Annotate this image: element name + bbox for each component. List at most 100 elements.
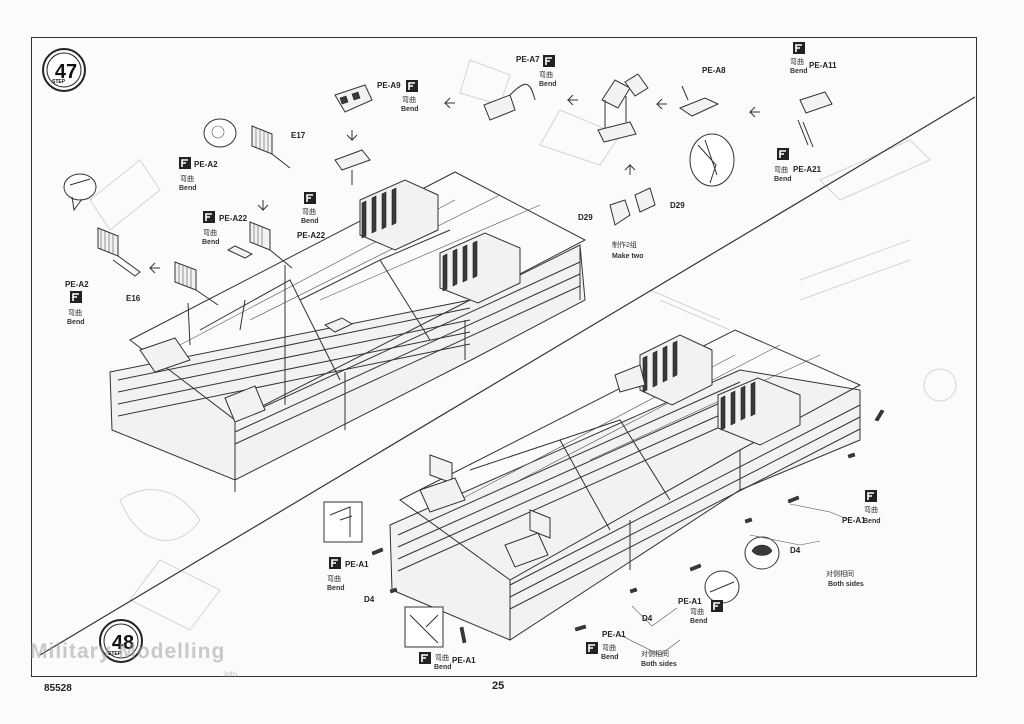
catalog-number: 85528 (44, 683, 72, 694)
bend-cn-a22-b: 弯曲 (302, 207, 316, 216)
label-e16: E16 (126, 294, 141, 303)
label-pe-a22-a: PE-A22 (219, 214, 248, 223)
label-d4-a: D4 (364, 595, 375, 604)
pe-a9-part (334, 84, 373, 113)
step-47-word: STEP (52, 79, 66, 85)
label-pe-a2-left: PE-A2 (65, 280, 89, 289)
battery-box-lower (439, 232, 521, 304)
label-d4-b: D4 (642, 614, 653, 623)
grille-installed-b (529, 509, 551, 539)
pe-a1-strips (371, 409, 885, 656)
both-sides-cn-b: 对侧相同 (641, 649, 669, 658)
label-d29-left: D29 (578, 213, 593, 222)
bend-cn-a1-c: 弯曲 (602, 643, 616, 652)
pe-a7-part (483, 83, 536, 121)
step-48-word: STEP (108, 651, 122, 657)
make-two-en: Make two (612, 253, 644, 260)
label-pe-a11: PE-A11 (809, 61, 837, 70)
detail-bubble-left (63, 173, 97, 212)
bend-en-a2-left: Bend (67, 319, 85, 326)
pe-a8-part (678, 85, 720, 117)
step-divider-line (39, 96, 976, 656)
bend-en-a22-b: Bend (301, 218, 319, 225)
flow-arrows (148, 94, 760, 274)
label-e17: E17 (291, 131, 306, 140)
label-d29-right: D29 (670, 201, 685, 210)
ghost-bleed-through (89, 59, 957, 631)
inset-bubble-pe (704, 570, 740, 604)
bracket-assembly-center (597, 73, 649, 143)
bend-en-a9: Bend (401, 106, 419, 113)
pe-a9-fold (334, 149, 371, 185)
label-pe-a7: PE-A7 (516, 55, 540, 64)
bend-en-a7: Bend (539, 81, 557, 88)
detail-bubble-right (689, 133, 735, 187)
inset-box-upper (323, 501, 363, 543)
grille-installed-a (429, 454, 453, 484)
bend-cn-a1-d: 弯曲 (690, 607, 704, 616)
step-47-number: 47 (55, 61, 77, 83)
label-pe-a22-b: PE-A22 (297, 231, 326, 240)
step-47-badge: 47 STEP (42, 48, 86, 92)
step-47-truck-bed (109, 171, 587, 492)
pe-grille-e16 (97, 227, 141, 277)
watermark-subtext: .info (222, 670, 238, 679)
watermark-text: Military Modelling (30, 640, 226, 663)
battery-box-lower-bed-a (639, 334, 713, 406)
bend-en-a1-d: Bend (690, 618, 708, 625)
make-two-cn: 制作2组 (612, 240, 637, 249)
bend-en-a2-top: Bend (179, 185, 197, 192)
battery-box-lower-bed-b (717, 377, 801, 446)
page-number: 25 (492, 680, 505, 692)
battery-box-upper (359, 179, 439, 251)
step-48-badge: 48 STEP (99, 619, 143, 663)
inset-bubble-bolt (744, 536, 780, 570)
pe-grille-mid (174, 261, 219, 306)
pe-grille-e17 (251, 125, 291, 169)
inset-box-lower (404, 606, 444, 648)
both-sides-en-a: Both sides (828, 581, 864, 588)
label-pe-a1-c: PE-A1 (602, 630, 626, 639)
bend-en-a22-a: Bend (202, 239, 220, 246)
label-pe-a9: PE-A9 (377, 81, 401, 90)
bend-cn-a1-e: 弯曲 (864, 505, 878, 514)
detail-bubble-top (203, 118, 237, 148)
label-pe-a2-top: PE-A2 (194, 160, 218, 169)
label-pe-a1-d: PE-A1 (678, 597, 702, 606)
pe-grille-center (249, 221, 293, 269)
bend-en-a1-a: Bend (327, 585, 345, 592)
both-sides-en-b: Both sides (641, 661, 677, 668)
bend-cn-a1-a: 弯曲 (327, 574, 341, 583)
label-d4-c: D4 (790, 546, 801, 555)
pe-a21-rod (797, 119, 814, 148)
bend-cn-a22-a: 弯曲 (203, 228, 217, 237)
step-48-truck-bed (389, 329, 862, 641)
bend-en-a1-e: Bend (863, 518, 881, 525)
step-48-number: 48 (112, 632, 134, 654)
label-pe-a21: PE-A21 (793, 165, 822, 174)
label-pe-a1-a: PE-A1 (345, 560, 369, 569)
bend-cn-a9: 弯曲 (402, 95, 416, 104)
bend-cn-a1-b: 弯曲 (435, 653, 449, 662)
label-pe-a1-e: PE-A1 (842, 516, 866, 525)
bend-cn-a7: 弯曲 (539, 70, 553, 79)
callout-labels: PE-A9 弯曲 Bend PE-A7 弯曲 Bend PE-A8 弯曲 Ben… (65, 41, 881, 671)
bend-en-a11: Bend (790, 68, 808, 75)
label-pe-a8: PE-A8 (702, 66, 726, 75)
bend-en-a1-c: Bend (601, 654, 619, 661)
bend-cn-a11: 弯曲 (790, 57, 804, 66)
both-sides-cn-a: 对侧相同 (826, 569, 854, 578)
label-pe-a1-b: PE-A1 (452, 656, 476, 665)
bend-en-a1-b: Bend (434, 664, 452, 671)
bend-cn-a2-left: 弯曲 (68, 308, 82, 317)
pe-a11-part (799, 91, 833, 114)
bend-en-a21: Bend (774, 176, 792, 183)
bend-cn-a21: 弯曲 (774, 165, 788, 174)
bend-cn-a2-top: 弯曲 (180, 174, 194, 183)
d29-pair (609, 187, 656, 226)
page-frame (31, 37, 977, 677)
pe-a22-strip (226, 245, 254, 259)
pe-a22-plate (323, 317, 354, 333)
